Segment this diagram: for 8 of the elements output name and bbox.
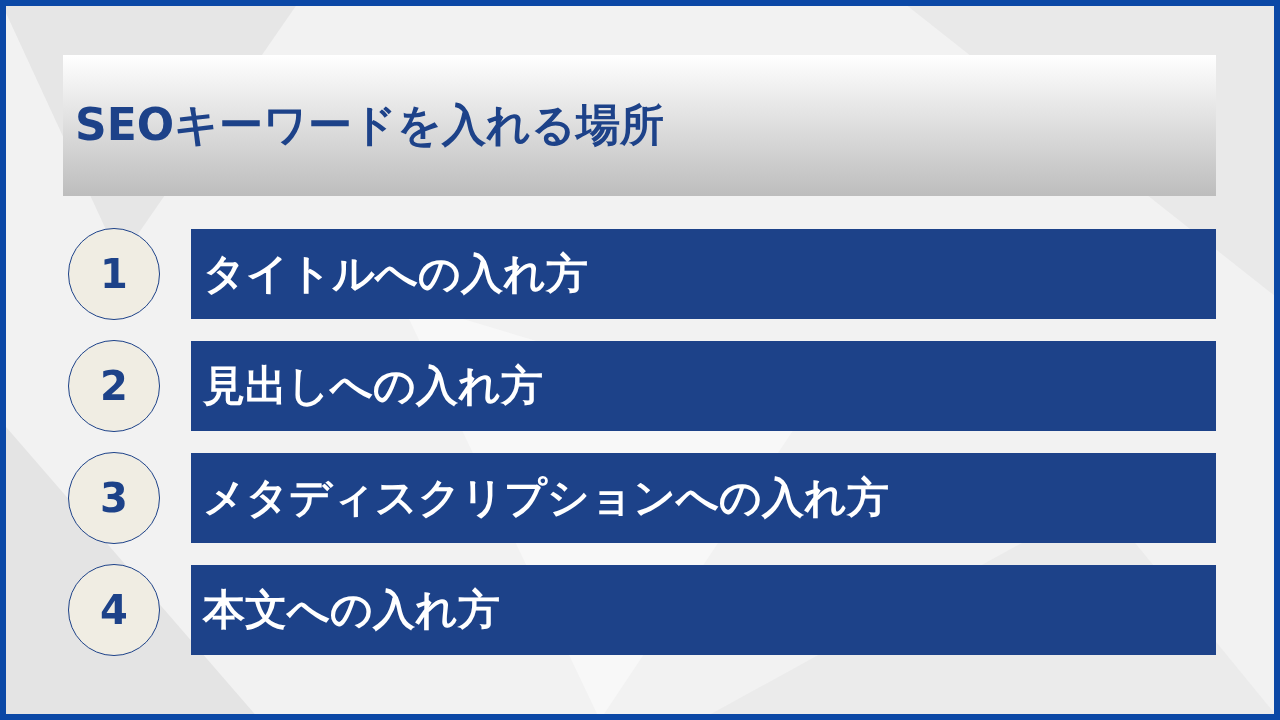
number-circle: 1 xyxy=(68,228,160,320)
title: SEOキーワードを入れる場所 xyxy=(75,98,665,152)
item-bar: 見出しへの入れ方 xyxy=(191,341,1216,431)
number-circle: 3 xyxy=(68,452,160,544)
item-bar: メタディスクリプションへの入れ方 xyxy=(191,453,1216,543)
item-bar: タイトルへの入れ方 xyxy=(191,229,1216,319)
item-bar: 本文への入れ方 xyxy=(191,565,1216,655)
number-circle: 2 xyxy=(68,340,160,432)
